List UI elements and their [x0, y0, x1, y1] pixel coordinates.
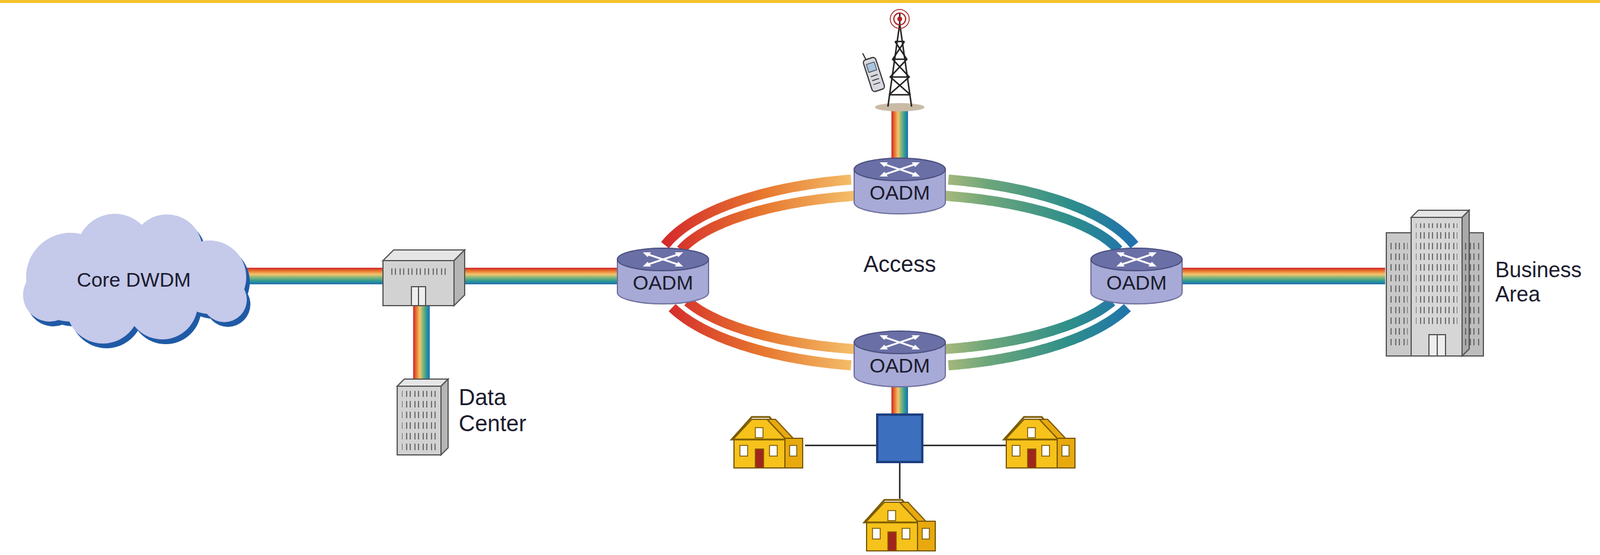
top-rule — [0, 0, 1600, 3]
fiber-link — [945, 301, 1128, 366]
core-cloud: Core DWDM — [14, 205, 254, 349]
node-label: OADM — [869, 181, 930, 205]
office-tower — [1385, 208, 1486, 359]
central-office — [382, 249, 465, 306]
fiber-band — [891, 105, 909, 165]
oadm-node: OADM — [616, 247, 710, 305]
ring-fiber — [687, 301, 855, 349]
house-icon — [1003, 416, 1075, 468]
fiber-band — [1182, 267, 1386, 285]
node-label: Business Area — [1495, 257, 1582, 307]
fiber-link — [945, 179, 1135, 250]
house-icon — [864, 499, 936, 551]
ring-label: Access — [863, 251, 936, 278]
oadm-node: OADM — [1090, 247, 1183, 305]
site-node: Business Area — [1385, 208, 1583, 359]
node-label: OADM — [869, 353, 930, 378]
house-icon — [731, 416, 803, 468]
fiber-link — [672, 301, 855, 366]
fiber-link — [1182, 275, 1386, 277]
splitter-box — [877, 414, 923, 462]
cell-tower — [874, 9, 925, 112]
node-label: OADM — [1106, 271, 1167, 295]
ring-fiber — [680, 195, 855, 250]
site-node: Data Center — [396, 377, 528, 456]
ring-fiber — [945, 301, 1113, 349]
oadm-node: OADM — [853, 157, 946, 215]
oadm-node: OADM — [853, 330, 946, 388]
mobile-phone — [860, 49, 886, 92]
node-label: Data Center — [458, 384, 527, 437]
data-center-building — [396, 377, 450, 456]
ring-fiber — [945, 195, 1119, 250]
fiber-band — [413, 298, 430, 382]
fiber-link — [665, 179, 855, 250]
node-label: OADM — [632, 271, 694, 295]
node-label: Core DWDM — [76, 268, 192, 292]
